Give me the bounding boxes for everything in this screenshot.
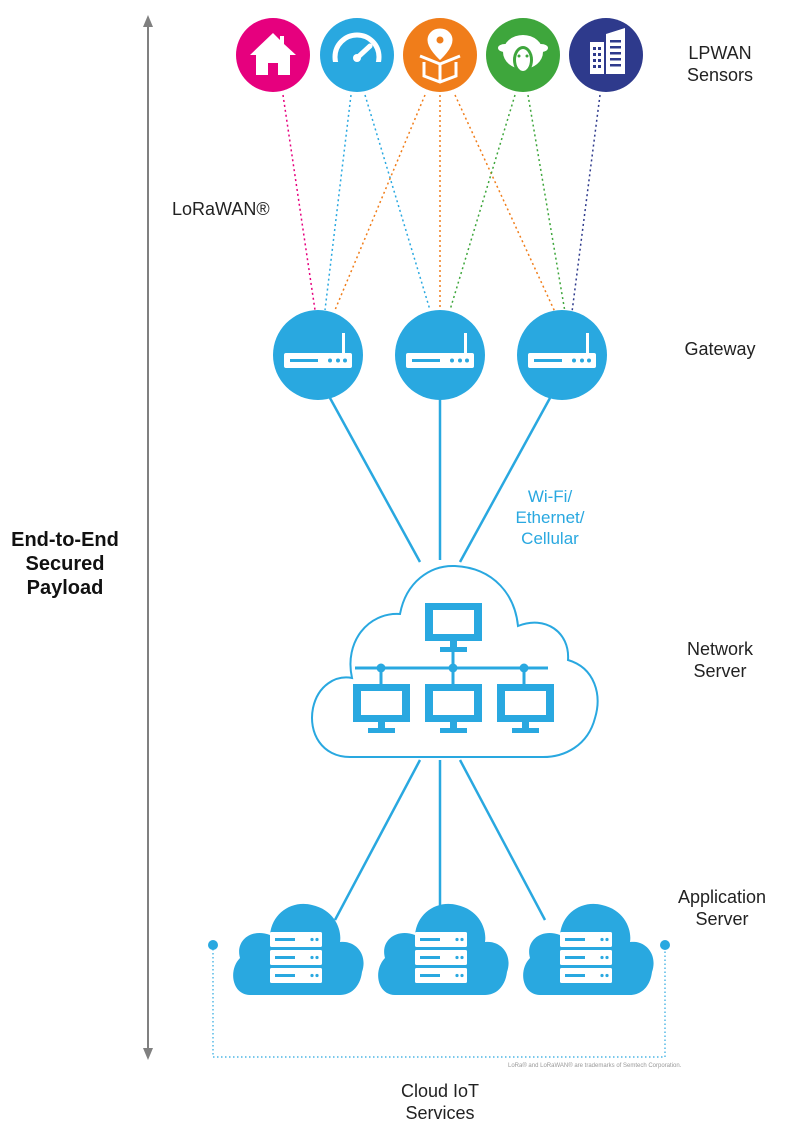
backhaul-label-line1: Wi-Fi/ [527,487,573,506]
backhaul-label-line3: Cellular [521,529,579,548]
router-icon [406,333,474,368]
sensor-sheep [486,18,560,92]
network-server-label: Network Server [670,638,770,682]
gateway-1 [273,310,363,400]
application-server-cloud-3 [523,903,654,995]
application-server-cloud-2 [378,903,509,995]
lpwan-sensors-label-line1: LPWAN [688,43,752,63]
network-server-label-line2: Server [693,661,747,681]
application-server-label-line2: Server [695,909,749,929]
server-rack-icon [415,932,467,983]
cloud-services-bracket [208,940,670,1058]
gateway-3 [517,310,607,400]
secured-payload-arrow [143,15,153,1060]
application-links [333,759,547,921]
server-rack-icon [560,932,612,983]
lpwan-sensors-label: LPWAN Sensors [670,42,770,86]
sensor-building [569,18,643,92]
gauge-icon [332,32,382,82]
house-icon [250,33,296,75]
router-icon [284,333,352,368]
trademark-note: LoRa® and LoRaWAN® are trademarks of Sem… [508,1063,682,1069]
backhaul-label-line2: Ethernet/ [515,508,585,527]
lpwan-sensors-label-line2: Sensors [686,65,754,85]
sensor-house [236,18,310,92]
package-location-icon [419,28,461,84]
backhaul-links [328,397,552,563]
router-icon [528,333,596,368]
secured-payload-label: End-to-End Secured Payload [0,528,130,600]
secured-payload-label-line2: Secured [25,553,105,575]
sensor-package [403,18,477,92]
cloud-services-label-line1: Cloud IoT [400,1081,480,1101]
backhaul-label: Wi-Fi/ Ethernet/ Cellular [500,486,600,549]
sensor-gauge [320,18,394,92]
network-server-cloud [311,564,599,759]
network-server-label-line1: Network [686,639,753,659]
sheep-icon [498,35,548,74]
cloud-services-label-line2: Services [405,1103,475,1123]
gateway-label: Gateway [684,339,756,359]
application-server-label: Application Server [652,886,792,930]
server-rack-icon [270,932,322,983]
network-computers-icon [353,603,554,733]
secured-payload-label-line3: Payload [26,577,104,599]
lorawan-label: LoRaWAN® [172,199,270,219]
gateway-2 [395,310,485,400]
secured-payload-label-line1: End-to-End [11,529,119,551]
lorawan-links [282,94,601,313]
cloud-services-label: Cloud IoT Services [370,1080,510,1124]
application-server-label-line1: Application [677,887,767,907]
application-server-cloud-1 [233,903,364,995]
building-icon [590,28,625,74]
